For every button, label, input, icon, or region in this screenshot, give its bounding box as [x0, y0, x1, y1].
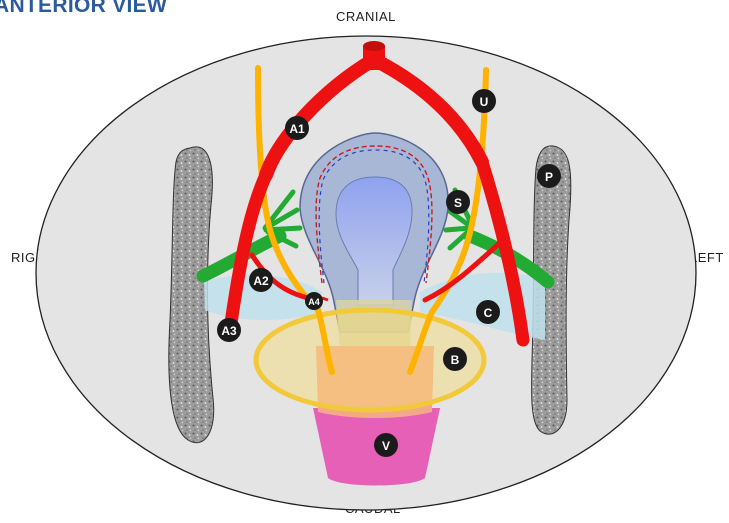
svg-text:V: V — [382, 439, 390, 453]
svg-text:P: P — [545, 170, 553, 184]
marker-p: P — [537, 164, 561, 188]
svg-text:A3: A3 — [221, 324, 237, 338]
svg-text:B: B — [451, 353, 460, 367]
marker-a4: A4 — [305, 292, 323, 310]
svg-text:A1: A1 — [289, 122, 305, 136]
aorta-top — [363, 41, 385, 51]
marker-c: C — [476, 300, 500, 324]
svg-text:S: S — [454, 196, 462, 210]
marker-s: S — [446, 190, 470, 214]
marker-b: B — [443, 347, 467, 371]
marker-a1: A1 — [285, 116, 309, 140]
svg-text:U: U — [480, 95, 489, 109]
svg-text:A4: A4 — [308, 297, 320, 307]
marker-u: U — [472, 89, 496, 113]
marker-a3: A3 — [217, 318, 241, 342]
svg-text:C: C — [484, 306, 493, 320]
svg-text:A2: A2 — [253, 274, 269, 288]
marker-a2: A2 — [249, 268, 273, 292]
marker-v: V — [374, 433, 398, 457]
